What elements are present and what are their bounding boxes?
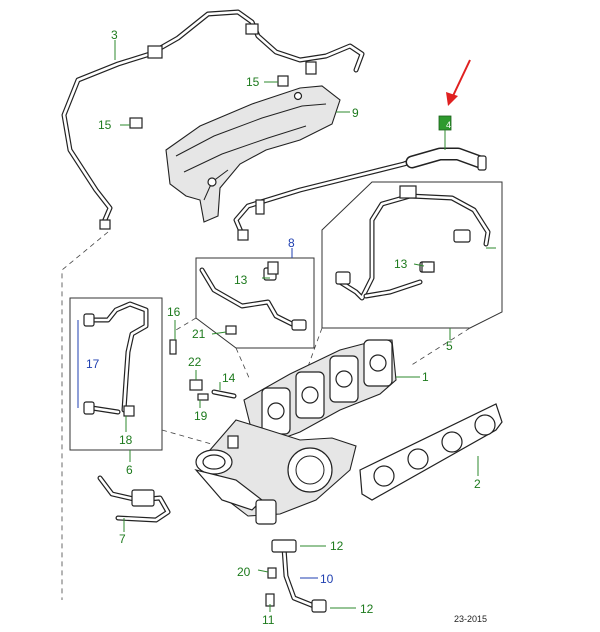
bolt-15a (277, 75, 289, 87)
callout-1: 1 (422, 370, 429, 384)
callout-15a: 15 (246, 75, 260, 89)
callout-19: 19 (194, 409, 208, 423)
pipe-7 (97, 475, 171, 523)
callout-20: 20 (237, 565, 251, 579)
bolt-15b (129, 117, 143, 129)
callout-5: 5 (446, 339, 453, 353)
detail-frame-5 (321, 181, 503, 329)
bolt-20 (267, 567, 277, 579)
detail-frame-8 (195, 257, 315, 349)
callout-14: 14 (222, 371, 236, 385)
turbocharger-body (194, 419, 357, 525)
hose-4 (233, 147, 487, 241)
callout-11: 11 (262, 613, 275, 627)
callout-10: 10 (320, 572, 334, 586)
callout-15b: 15 (98, 118, 112, 132)
callout-9: 9 (352, 106, 359, 120)
pointer-arrow (446, 59, 471, 106)
callout-7: 7 (119, 532, 126, 546)
heat-shield-9 (165, 85, 341, 223)
callout-6: 6 (126, 463, 133, 477)
bolt-22 (189, 379, 203, 391)
leader-lines (77, 40, 496, 612)
callout-13a: 13 (234, 273, 248, 287)
pipe-10 (271, 539, 327, 613)
callout-13b: 13 (394, 257, 408, 271)
callout-12b: 12 (360, 602, 374, 616)
gasket-2 (359, 403, 503, 501)
pipe-3 (61, 9, 365, 230)
callout-12a: 12 (330, 539, 344, 553)
washer-19 (197, 393, 209, 401)
fasteners (129, 75, 435, 607)
pipe-17 (83, 301, 177, 417)
callout-21: 21 (192, 327, 206, 341)
callout-16: 16 (167, 305, 181, 319)
callout-4: 4 (446, 120, 451, 130)
callout-labels: 1 2 3 4 5 6 7 8 9 10 11 12 12 13 13 14 1… (86, 28, 481, 627)
callout-8: 8 (288, 236, 295, 250)
callout-17: 17 (86, 357, 100, 371)
fitting-13a (267, 261, 279, 275)
detail-frame-6 (69, 297, 163, 451)
callout-2: 2 (474, 477, 481, 491)
pipe-assembly-5 (335, 185, 491, 301)
exhaust-manifold-1 (243, 339, 397, 449)
date-code: 23-2015 (454, 614, 487, 624)
callout-3: 3 (111, 28, 118, 42)
fitting-13b (421, 261, 435, 273)
pipe-8 (199, 267, 307, 335)
callout-22: 22 (188, 355, 202, 369)
callout-18: 18 (119, 433, 133, 447)
